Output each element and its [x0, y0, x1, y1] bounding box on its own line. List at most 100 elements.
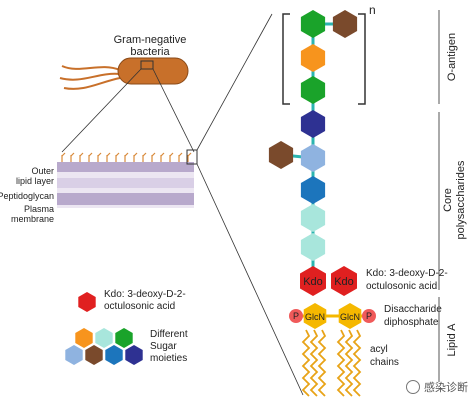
core-label: Core [442, 188, 454, 212]
bacterium-illustration [59, 57, 189, 90]
kdo-hexagon [331, 266, 357, 296]
lps-tuft [160, 152, 165, 157]
legend-sugar-label: Sugar [150, 341, 177, 352]
legend-sugar-label: moieties [150, 353, 187, 364]
legend-sugar-hexagon [125, 345, 143, 365]
plasma-membrane-label: Plasma [24, 204, 54, 214]
watermark: 感染诊断 [406, 379, 468, 395]
sugar-hexagon [300, 204, 326, 232]
legend-sugar-hexagon [75, 328, 93, 348]
legend-sugar-label: Different [150, 329, 188, 340]
zoom-line [152, 68, 195, 153]
phosphate-circle [289, 309, 303, 323]
bracket-left [282, 13, 290, 105]
kdo-label: Kdo [303, 276, 323, 288]
acyl-chain [336, 329, 346, 397]
acyl-chain [352, 329, 362, 397]
legend-sugar-hexagon [115, 328, 133, 348]
acyl-chains-label: acyl [370, 344, 388, 355]
lps-tuft [106, 152, 111, 157]
zoom-box-membrane [186, 149, 198, 165]
sugar-hexagon [300, 10, 326, 38]
phosphate-label: P [293, 311, 299, 321]
core-label: polysaccharides [455, 160, 467, 239]
glcn-label: GlcN [340, 312, 360, 322]
lps-tufts [61, 152, 192, 162]
lps-tuft [115, 152, 120, 157]
kdo-description: octulosonic acid [366, 281, 437, 292]
kdo-description: Kdo: 3-deoxy-D-2- [366, 268, 448, 279]
lipid-a [289, 303, 376, 397]
lps-tuft [178, 152, 183, 157]
lps-tuft [151, 152, 156, 157]
bacterium-label: Gram-negative [114, 34, 187, 46]
outer-lipid-label: Outer [31, 166, 54, 176]
plasma-membrane-layer [57, 193, 194, 205]
acyl-chain [344, 329, 354, 397]
bracket-right [358, 13, 366, 105]
lps-tuft [97, 152, 102, 157]
lps-tuft [187, 152, 192, 157]
sugar-hexagon [268, 141, 294, 169]
sugar-hexagon [300, 233, 326, 261]
acyl-chain [309, 329, 319, 397]
legend-kdo-label: octulosonic acid [104, 301, 175, 312]
lps-tuft [61, 152, 66, 157]
legend-sugar-hexagon [105, 345, 123, 365]
kdo-hexagon [300, 266, 326, 296]
phosphate-circle [362, 309, 376, 323]
legend-sugar-hexagon [65, 345, 83, 365]
glcn-hexagon [338, 303, 362, 329]
membrane-section [57, 149, 198, 208]
lps-chain [268, 10, 358, 296]
phosphate-label: P [366, 311, 372, 321]
lps-tuft [142, 152, 147, 157]
flagellum [63, 77, 121, 90]
bacterium-label: bacteria [130, 46, 170, 58]
zoom-line [61, 68, 142, 153]
watermark-text: 感染诊断 [424, 382, 468, 394]
lps-tuft [169, 152, 174, 157]
glcn-hexagon [303, 303, 327, 329]
wechat-icon [406, 380, 420, 394]
sugar-hexagon [300, 176, 326, 204]
sugar-hexagon [300, 44, 326, 72]
lps-tuft [79, 152, 84, 157]
zoom-line [196, 13, 273, 151]
lps-tuft [88, 152, 93, 157]
flagellum [59, 72, 121, 81]
lps-tuft [70, 152, 75, 157]
outer-lipid-layer [57, 162, 194, 172]
sugar-hexagon [300, 110, 326, 138]
sugar-hexagon [300, 144, 326, 172]
legend-kdo-hexagon [78, 292, 96, 312]
sugar-hexagon [332, 10, 358, 38]
legend-kdo-label: Kdo: 3-deoxy-D-2- [104, 289, 186, 300]
plasma-membrane-label: membrane [11, 214, 54, 224]
repeat-n-label: n [369, 3, 376, 17]
acyl-chains-label: chains [370, 357, 399, 368]
glcn-label: GlcN [305, 312, 325, 322]
flagellum [61, 65, 121, 71]
acyl-chain [301, 329, 311, 397]
lps-tuft [124, 152, 129, 157]
zoom-box-small [140, 60, 154, 70]
repeat-bracket [282, 13, 366, 105]
disaccharide-label: diphosphate [384, 317, 439, 328]
legend-sugar-hexagon [95, 328, 113, 348]
bacterium-body [117, 57, 189, 85]
legend-sugar-hexagon [85, 345, 103, 365]
sugar-hexagon [300, 76, 326, 104]
o-antigen-label: O-antigen [446, 33, 458, 81]
peptidoglycan-label: Peptidoglycan [0, 191, 54, 201]
peptidoglycan-layer [57, 178, 194, 188]
disaccharide-label: Disaccharide [384, 304, 442, 315]
legend-sugar-hexagons [65, 328, 143, 365]
acyl-chain [317, 329, 327, 397]
zoom-line [196, 163, 304, 396]
lps-tuft [133, 152, 138, 157]
kdo-label: Kdo [334, 276, 354, 288]
lipid-a-label: Lipid A [446, 323, 458, 357]
outer-lipid-label: lipid layer [16, 176, 54, 186]
